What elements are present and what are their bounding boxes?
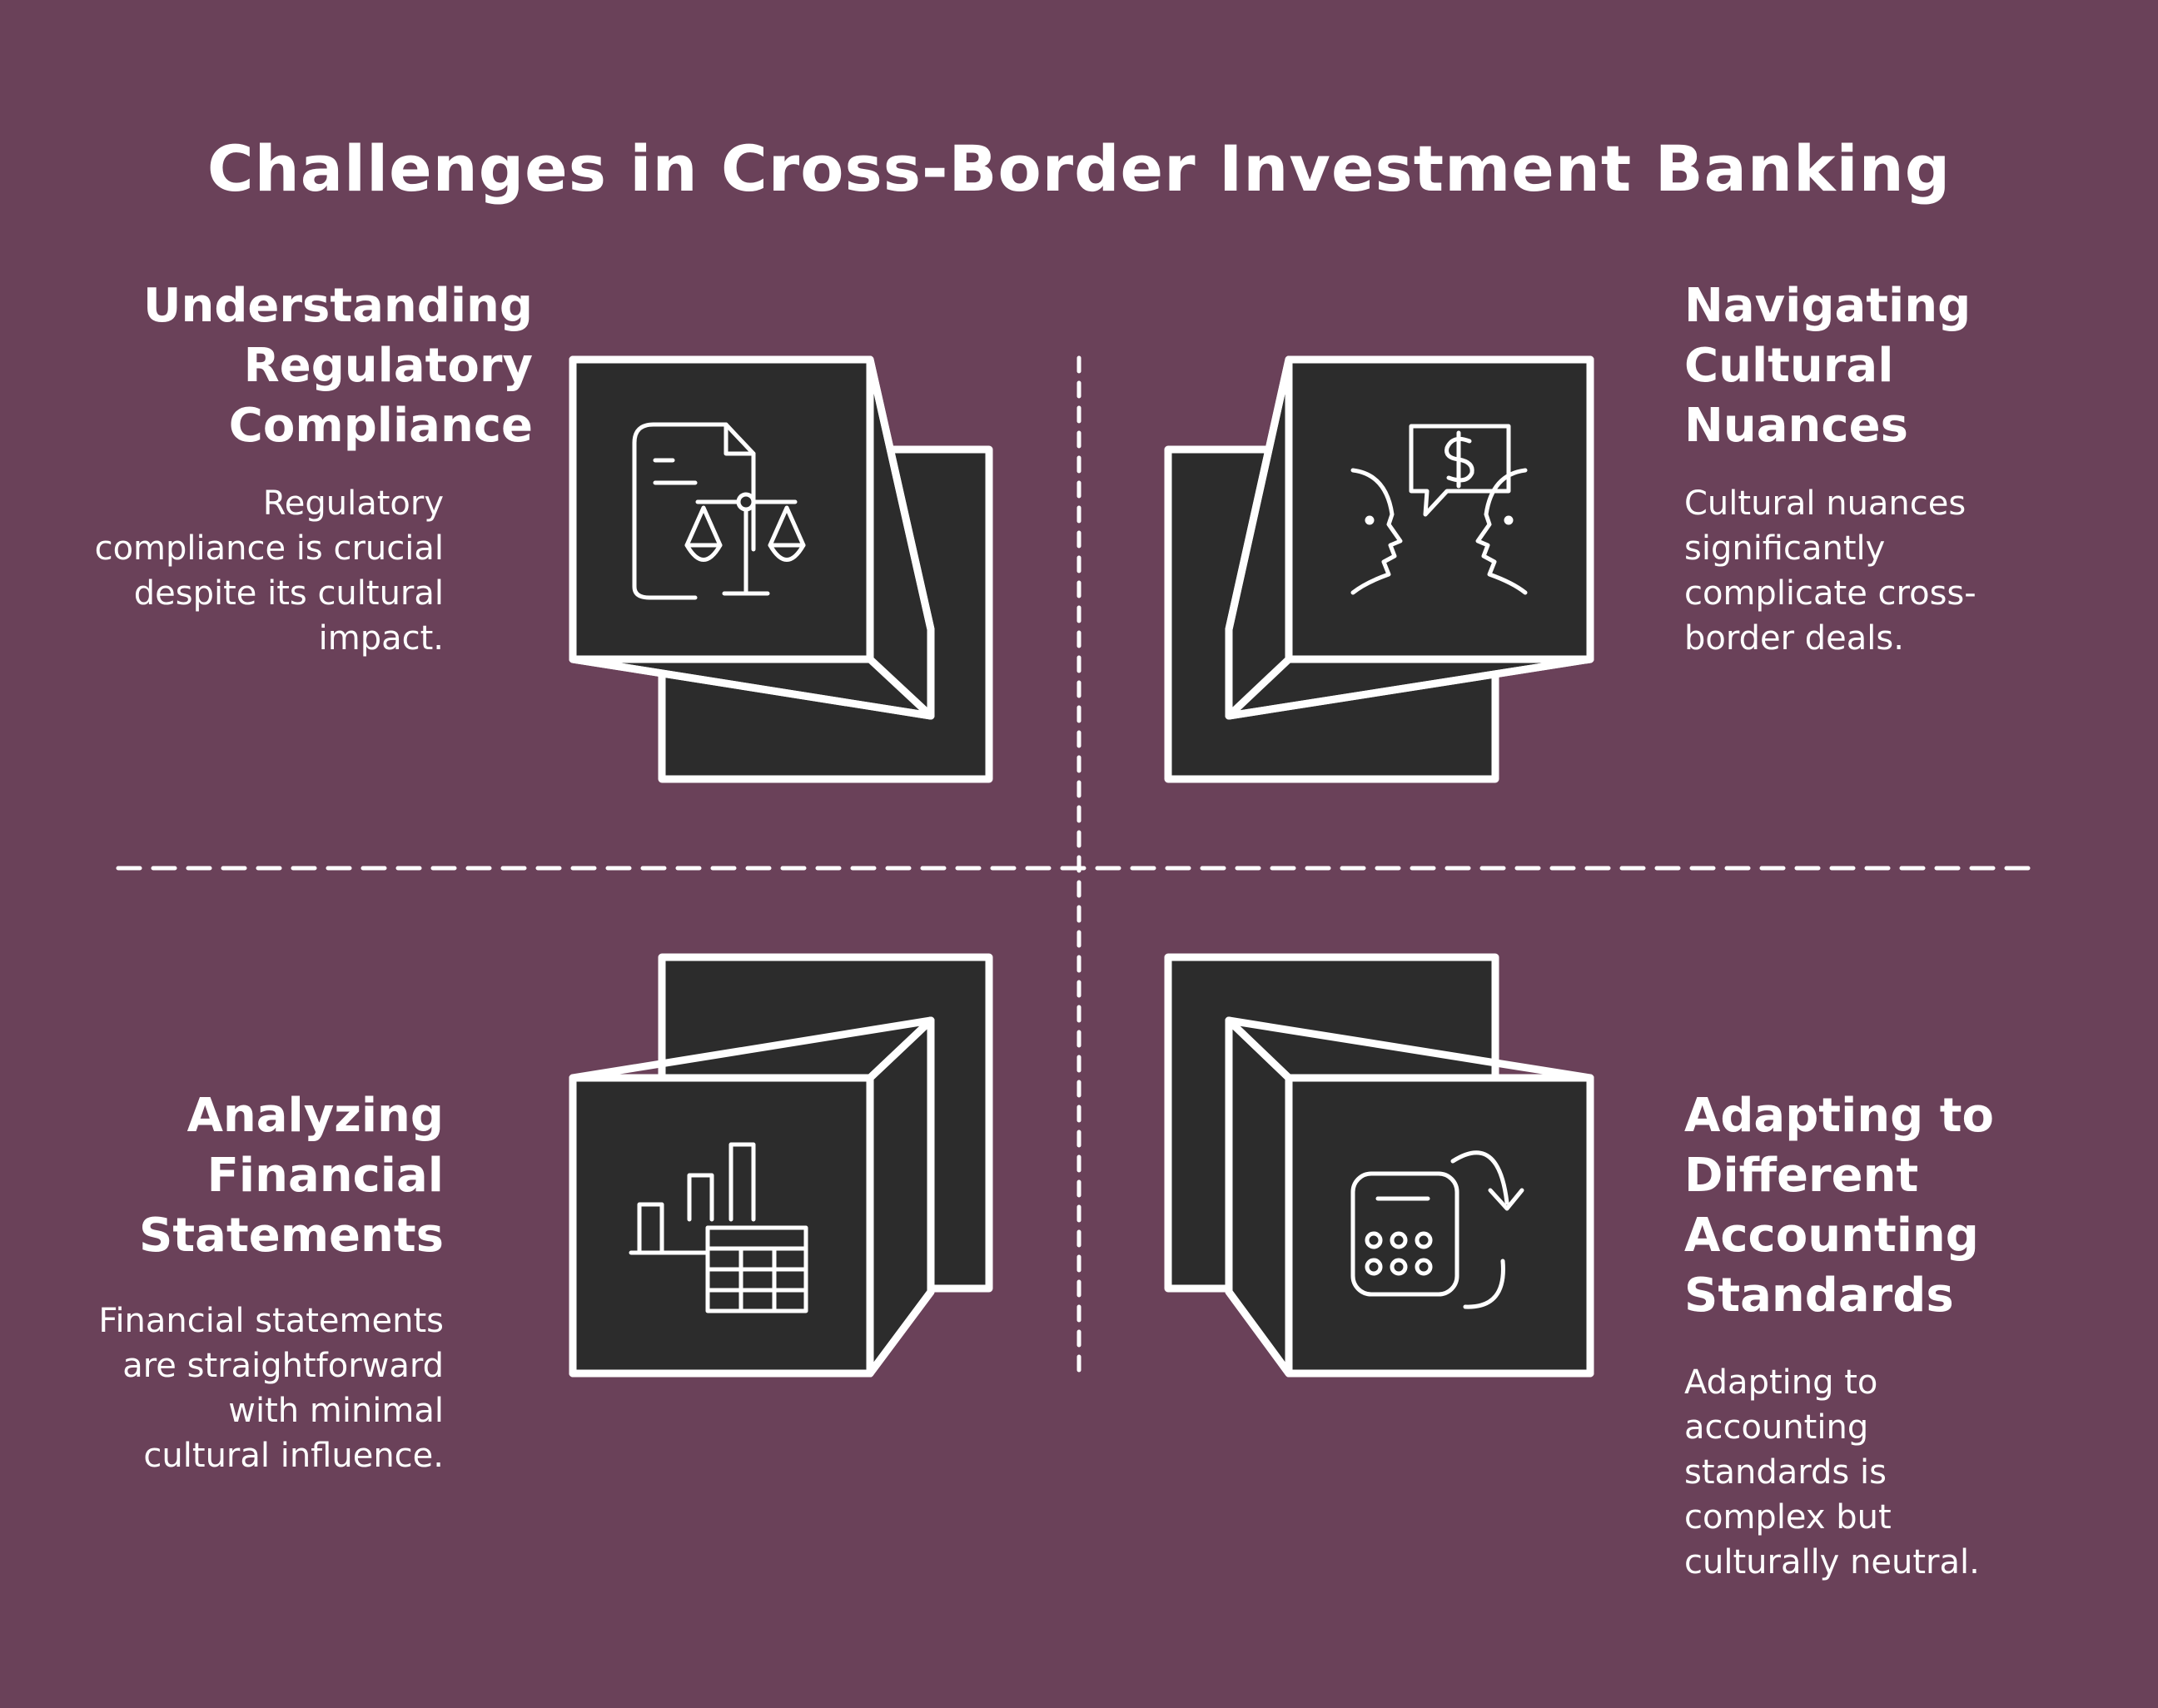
description-cultural-nuances: Cultural nuances significantly complicat…	[1684, 484, 1977, 658]
heading-financial-statements: Analyzing Financial Statements	[139, 1089, 444, 1263]
description-accounting-standards: Adapting to accounting standards is comp…	[1684, 1363, 1980, 1581]
bar-chart-table-icon	[629, 1142, 808, 1313]
description-regulatory-compliance: Regulatory compliance is crucial despite…	[94, 484, 444, 658]
calculator-cycle-icon	[1350, 1150, 1524, 1309]
cube-top-left	[569, 355, 993, 783]
faces-dollar-speech-icon	[1350, 424, 1528, 595]
description-financial-statements: Financial statements are straightforward…	[98, 1302, 444, 1475]
heading-cultural-nuances: Navigating Cultural Nuances	[1684, 279, 1972, 453]
heading-accounting-standards: Adapting to Different Accounting Standar…	[1684, 1089, 1994, 1323]
cube-bottom-left	[569, 953, 993, 1378]
document-scale-icon	[632, 422, 806, 600]
cube-bottom-right	[1164, 953, 1594, 1378]
page-title: Challenges in Cross-Border Investment Ba…	[206, 132, 1952, 206]
cube-top-right	[1164, 355, 1594, 783]
heading-regulatory-compliance: Understanding Regulatory Compliance	[142, 279, 533, 453]
